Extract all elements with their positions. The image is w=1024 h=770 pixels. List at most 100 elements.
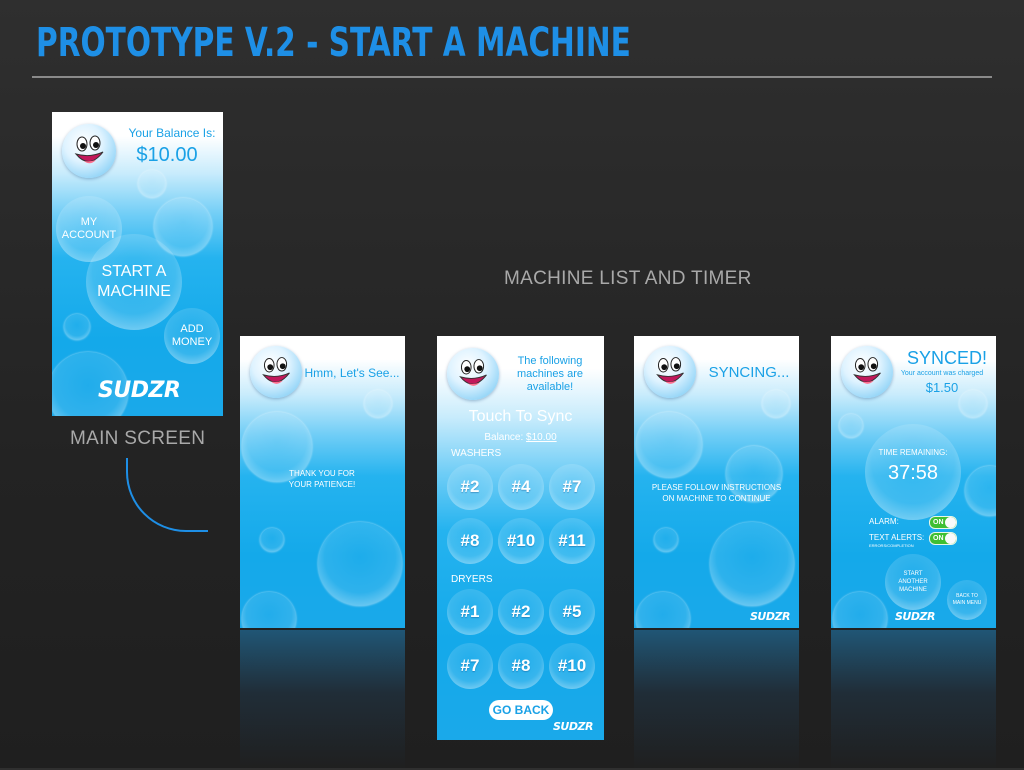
- my-account-label-1: MY: [80, 216, 98, 228]
- go-back-button[interactable]: GO BACK: [489, 700, 553, 720]
- start-machine-button[interactable]: START A MACHINE: [86, 234, 182, 330]
- washer-button[interactable]: #2: [447, 464, 493, 510]
- smiley-bubble-icon: [644, 346, 696, 398]
- decor-bubble: [64, 314, 90, 340]
- decor-bubble: [726, 446, 782, 502]
- flow-connector-line: [126, 458, 208, 532]
- sudzr-logo: SUDZR: [553, 720, 593, 733]
- main-screen-caption: MAIN SCREEN: [70, 428, 206, 449]
- time-remaining-value: 37:58: [887, 462, 939, 484]
- list-balance-value: $10.00: [526, 432, 557, 443]
- washer-button[interactable]: #7: [549, 464, 595, 510]
- washer-button[interactable]: #11: [549, 518, 595, 564]
- add-money-label-1: ADD: [180, 323, 204, 335]
- decor-bubble: [833, 592, 887, 628]
- synced-reflection: [831, 630, 996, 770]
- wait-message-line-2: YOUR PATIENCE!: [288, 480, 356, 489]
- time-remaining-label: TIME REMAINING:: [878, 448, 948, 457]
- sudzr-logo: SUDZR: [895, 610, 935, 623]
- start-another-line-2: ANOTHER: [898, 579, 928, 585]
- smiley-bubble-icon: [841, 346, 893, 398]
- dryer-number: #7: [460, 656, 480, 675]
- washer-button[interactable]: #4: [498, 464, 544, 510]
- text-alerts-toggle-state: ON: [933, 535, 944, 542]
- syncing-message-line-2: ON MACHINE TO CONTINUE: [662, 494, 771, 503]
- decor-bubble: [636, 592, 690, 628]
- decor-bubble: [654, 528, 678, 552]
- wait-screen-reflection: [240, 630, 405, 770]
- wait-message: THANK YOU FOR YOUR PATIENCE!: [260, 468, 384, 490]
- alarm-label: ALARM:: [869, 517, 899, 526]
- balance-value: $10.00: [136, 144, 198, 166]
- toggle-knob: [945, 533, 956, 544]
- dryer-button[interactable]: #5: [549, 589, 595, 635]
- decor-bubble: [260, 528, 284, 552]
- list-header-line-2: machines are: [516, 368, 584, 380]
- wait-message-line-1: THANK YOU FOR: [289, 469, 355, 478]
- decor-bubble: [710, 522, 794, 606]
- list-balance: Balance: $10.00: [437, 432, 604, 443]
- syncing-header: SYNCING...: [708, 364, 790, 381]
- flow-caption: MACHINE LIST AND TIMER: [504, 268, 752, 289]
- decor-bubble: [762, 390, 790, 418]
- decor-bubble: [364, 390, 392, 418]
- syncing-reflection: [634, 630, 799, 770]
- dryer-button[interactable]: #10: [549, 643, 595, 689]
- start-machine-label-1: START A: [101, 263, 167, 280]
- decor-bubble: [242, 412, 312, 482]
- dryer-button[interactable]: #8: [498, 643, 544, 689]
- washer-number: #2: [460, 477, 480, 496]
- synced-header: SYNCED!: [906, 348, 987, 368]
- dryer-button[interactable]: #7: [447, 643, 493, 689]
- washer-button[interactable]: #10: [498, 518, 544, 564]
- dryer-number: #1: [460, 602, 480, 621]
- title-divider: [32, 76, 992, 78]
- alarm-toggle-state: ON: [933, 519, 944, 526]
- washers-label: WASHERS: [451, 448, 502, 459]
- washer-number: #11: [558, 531, 586, 550]
- text-alerts-sublabel: ERRORS/COMPLETION: [869, 543, 914, 548]
- text-alerts-toggle[interactable]: ON: [929, 532, 957, 545]
- wait-header: Hmm, Let's See...: [304, 366, 400, 380]
- dryer-button[interactable]: #2: [498, 589, 544, 635]
- washer-number: #4: [511, 477, 531, 496]
- dryer-number: #10: [557, 656, 587, 675]
- smiley-bubble-icon: [62, 124, 116, 178]
- wait-screen-phone: Hmm, Let's See... THANK YOU FOR YOUR PATI…: [240, 336, 405, 628]
- decor-bubble: [138, 170, 166, 198]
- washer-button[interactable]: #8: [447, 518, 493, 564]
- dryer-number: #8: [511, 656, 531, 675]
- start-another-line-3: MACHINE: [899, 587, 927, 593]
- dryer-number: #5: [562, 602, 582, 621]
- alarm-toggle[interactable]: ON: [929, 516, 957, 529]
- synced-phone: SYNCED! Your account was charged $1.50 T…: [831, 336, 996, 628]
- list-balance-label: Balance:: [484, 432, 524, 443]
- decor-bubble: [242, 592, 296, 628]
- add-money-label-2: MONEY: [171, 336, 213, 348]
- smiley-bubble-icon: [250, 346, 302, 398]
- washer-number: #7: [562, 477, 582, 496]
- decor-bubble: [839, 414, 863, 438]
- smiley-bubble-icon: [447, 348, 499, 400]
- start-machine-label-2: MACHINE: [97, 283, 171, 300]
- decor-bubble: [965, 466, 996, 516]
- my-account-label-2: ACCOUNT: [61, 229, 117, 241]
- dryer-number: #2: [511, 602, 531, 621]
- dryers-label: DRYERS: [451, 574, 493, 585]
- decor-bubble: [636, 412, 702, 478]
- balance-label: Your Balance Is:: [128, 126, 216, 140]
- dryer-button[interactable]: #1: [447, 589, 493, 635]
- washer-number: #10: [506, 531, 536, 550]
- back-to-menu-line-2: MAIN MENU: [952, 600, 982, 606]
- sudzr-logo: SUDZR: [750, 610, 790, 623]
- washer-number: #8: [460, 531, 480, 550]
- charged-value: $1.50: [925, 380, 959, 395]
- charged-label: Your account was charged: [900, 370, 984, 377]
